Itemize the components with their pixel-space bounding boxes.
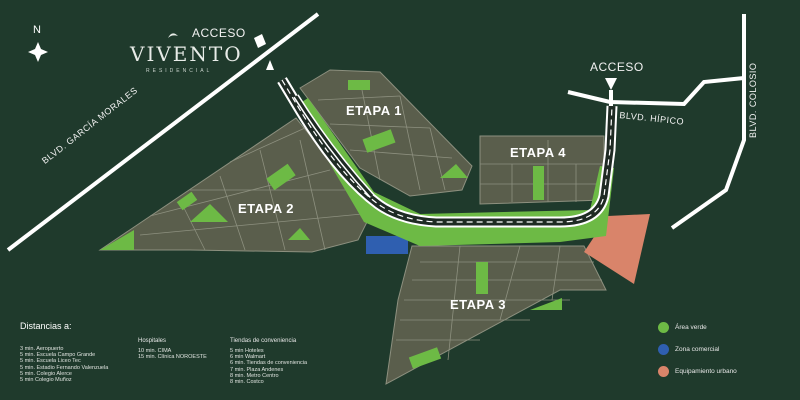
list-item: 6 min. Tiendas de conveniencia (230, 360, 308, 367)
legend-label: Área verde (675, 324, 707, 331)
green-area (100, 230, 134, 250)
road-hipico (567, 76, 745, 107)
stage-label-2: ETAPA 2 (238, 201, 294, 216)
list-item: 5 min Colegio Muñoz (20, 377, 72, 384)
green-area (362, 129, 396, 153)
green-area (190, 204, 228, 222)
list-item: 15 min. Clínica NOROESTE (138, 354, 207, 361)
green-area (533, 166, 544, 200)
green-area (440, 164, 468, 178)
green-area (408, 347, 442, 369)
list-item: 5 min. Escuela Liceo Tec (20, 358, 81, 365)
list-item: 5 min. Colegio Alerce (20, 370, 72, 377)
list-item: 5 min. Escuela Campo Grande (20, 352, 96, 359)
legend-item-urban: Equipamiento urbano (658, 366, 737, 377)
distances-title: Distancias a: (20, 321, 72, 331)
commercial-area (366, 236, 408, 254)
green-corridor (296, 98, 614, 246)
road-garcia-morales (6, 12, 320, 252)
brand-leaf-icon (168, 33, 178, 38)
legend-item-commercial: Zona comercial (658, 344, 719, 355)
access-label-west: ACCESO (192, 26, 246, 40)
green-area (348, 80, 370, 90)
legend-swatch (658, 322, 669, 333)
legend-swatch (658, 366, 669, 377)
stage-4-block (479, 135, 605, 205)
access-marker (605, 78, 617, 106)
stage-label-3: ETAPA 3 (450, 297, 506, 312)
internal-road (277, 77, 618, 228)
list-item: 7 min. Plaza Andenes (230, 366, 284, 373)
road-colosio (670, 14, 746, 230)
stores-title: Tiendas de conveniencia (230, 338, 297, 344)
north-arrow-icon (28, 42, 48, 62)
list-item: 5 min Hoteles (230, 348, 264, 354)
list-item: 8 min. Costco (230, 379, 264, 386)
green-area (288, 228, 310, 240)
stage-2-block (98, 117, 408, 254)
north-label: N (33, 24, 41, 36)
list-item: 3 min. Aeropuerto (20, 346, 64, 352)
access-label-east: ACCESO (590, 60, 644, 74)
stage-3-block (385, 245, 607, 385)
legend-label: Zona comercial (675, 346, 720, 353)
brand-name: VIVENTO (130, 42, 243, 66)
list-item: 10 min. CIMA (138, 348, 172, 354)
stage-label-4: ETAPA 4 (510, 145, 566, 160)
list-item: 8 min. Metro Centro (230, 372, 279, 379)
stage-label-1: ETAPA 1 (346, 103, 402, 118)
list-item: 5 min. Estadio Fernando Valenzuela (20, 364, 109, 371)
stage-1-block (299, 69, 473, 197)
legend-swatch (658, 344, 669, 355)
green-area (530, 298, 562, 310)
green-area (176, 191, 198, 211)
stores-list: 5 min Hoteles 6 min Walmart 6 min. Tiend… (230, 348, 307, 385)
green-area (266, 163, 296, 191)
access-marker (254, 34, 274, 70)
road-label-colosio: BLVD. COLOSIO (748, 62, 758, 138)
distances-general-list: 3 min. Aeropuerto 5 min. Escuela Campo G… (20, 346, 108, 383)
hospitals-title: Hospitales (138, 338, 167, 344)
green-area (476, 262, 488, 294)
legend-item-green: Área verde (658, 322, 707, 333)
list-item: 6 min Walmart (230, 354, 266, 361)
legend-label: Equipamiento urbano (675, 368, 737, 375)
brand-subtitle: RESIDENCIAL (146, 68, 213, 74)
hospitals-list: 10 min. CIMA 15 min. Clínica NOROESTE (138, 348, 207, 360)
